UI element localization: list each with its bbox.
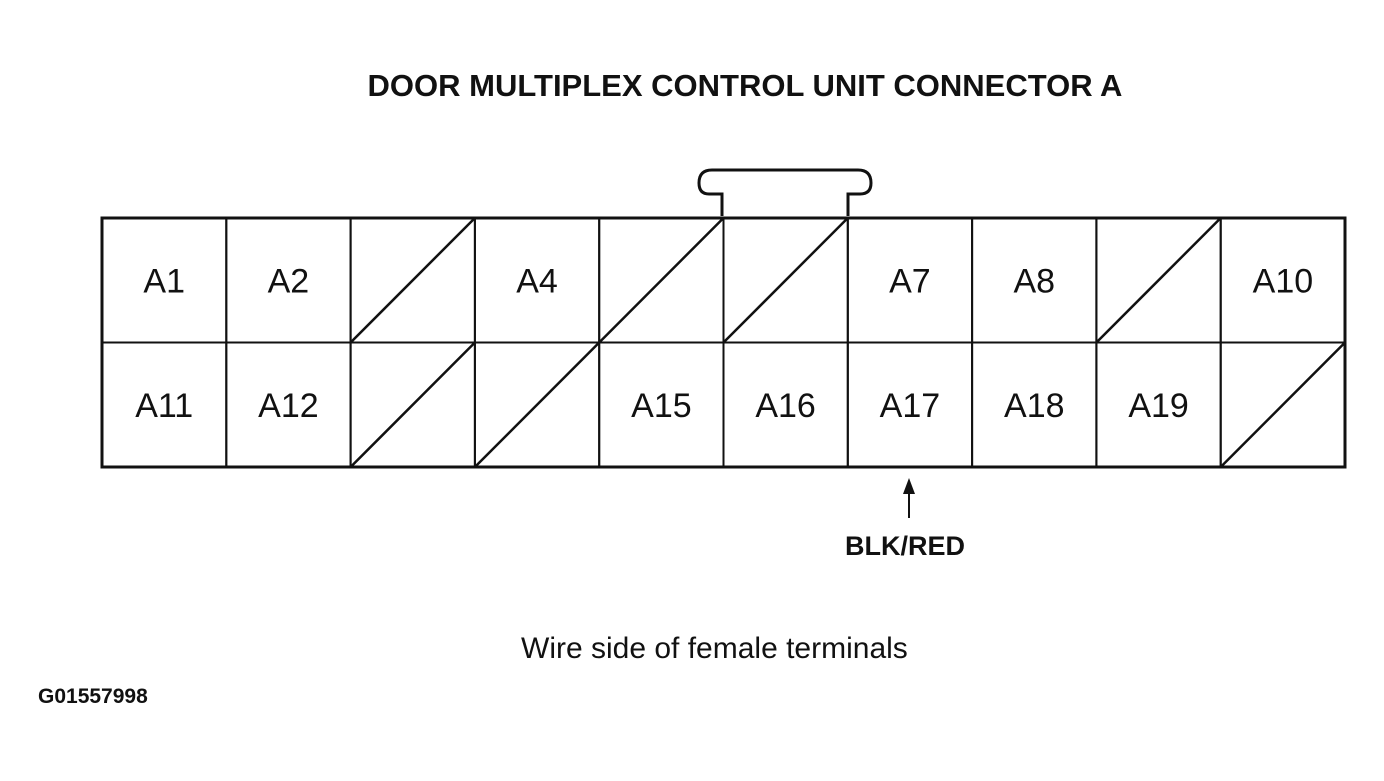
terminal-label: A7 <box>889 262 931 300</box>
unused-terminal-slash <box>1219 341 1346 468</box>
terminal-label: A16 <box>755 387 816 425</box>
terminal-label: A1 <box>143 262 185 300</box>
terminal-label: A4 <box>516 262 558 300</box>
unused-terminal-slash <box>349 341 476 468</box>
unused-terminal-slash <box>722 217 849 344</box>
unused-terminal-slash <box>598 217 725 344</box>
terminal-label: A15 <box>631 387 692 425</box>
unused-terminal-slash <box>349 217 476 344</box>
terminal-label: A17 <box>880 387 941 425</box>
terminal-label: A11 <box>135 387 193 425</box>
terminal-label: A8 <box>1014 262 1056 300</box>
view-caption: Wire side of female terminals <box>521 632 908 665</box>
terminal-label: A10 <box>1253 262 1314 300</box>
figure-id: G01557998 <box>38 685 148 708</box>
terminal-cell <box>1219 341 1346 468</box>
terminal-label: A2 <box>268 262 310 300</box>
wire-arrow <box>903 478 915 518</box>
unused-terminal-slash <box>474 341 601 468</box>
terminal-label: A19 <box>1128 387 1189 425</box>
unused-terminal-slash <box>1095 217 1222 344</box>
wire-color-label: BLK/RED <box>845 531 965 561</box>
connector-lock-tab <box>697 168 873 216</box>
diagram-title: DOOR MULTIPLEX CONTROL UNIT CONNECTOR A <box>367 68 1123 103</box>
terminal-label: A12 <box>258 387 319 425</box>
terminal-label: A18 <box>1004 387 1065 425</box>
